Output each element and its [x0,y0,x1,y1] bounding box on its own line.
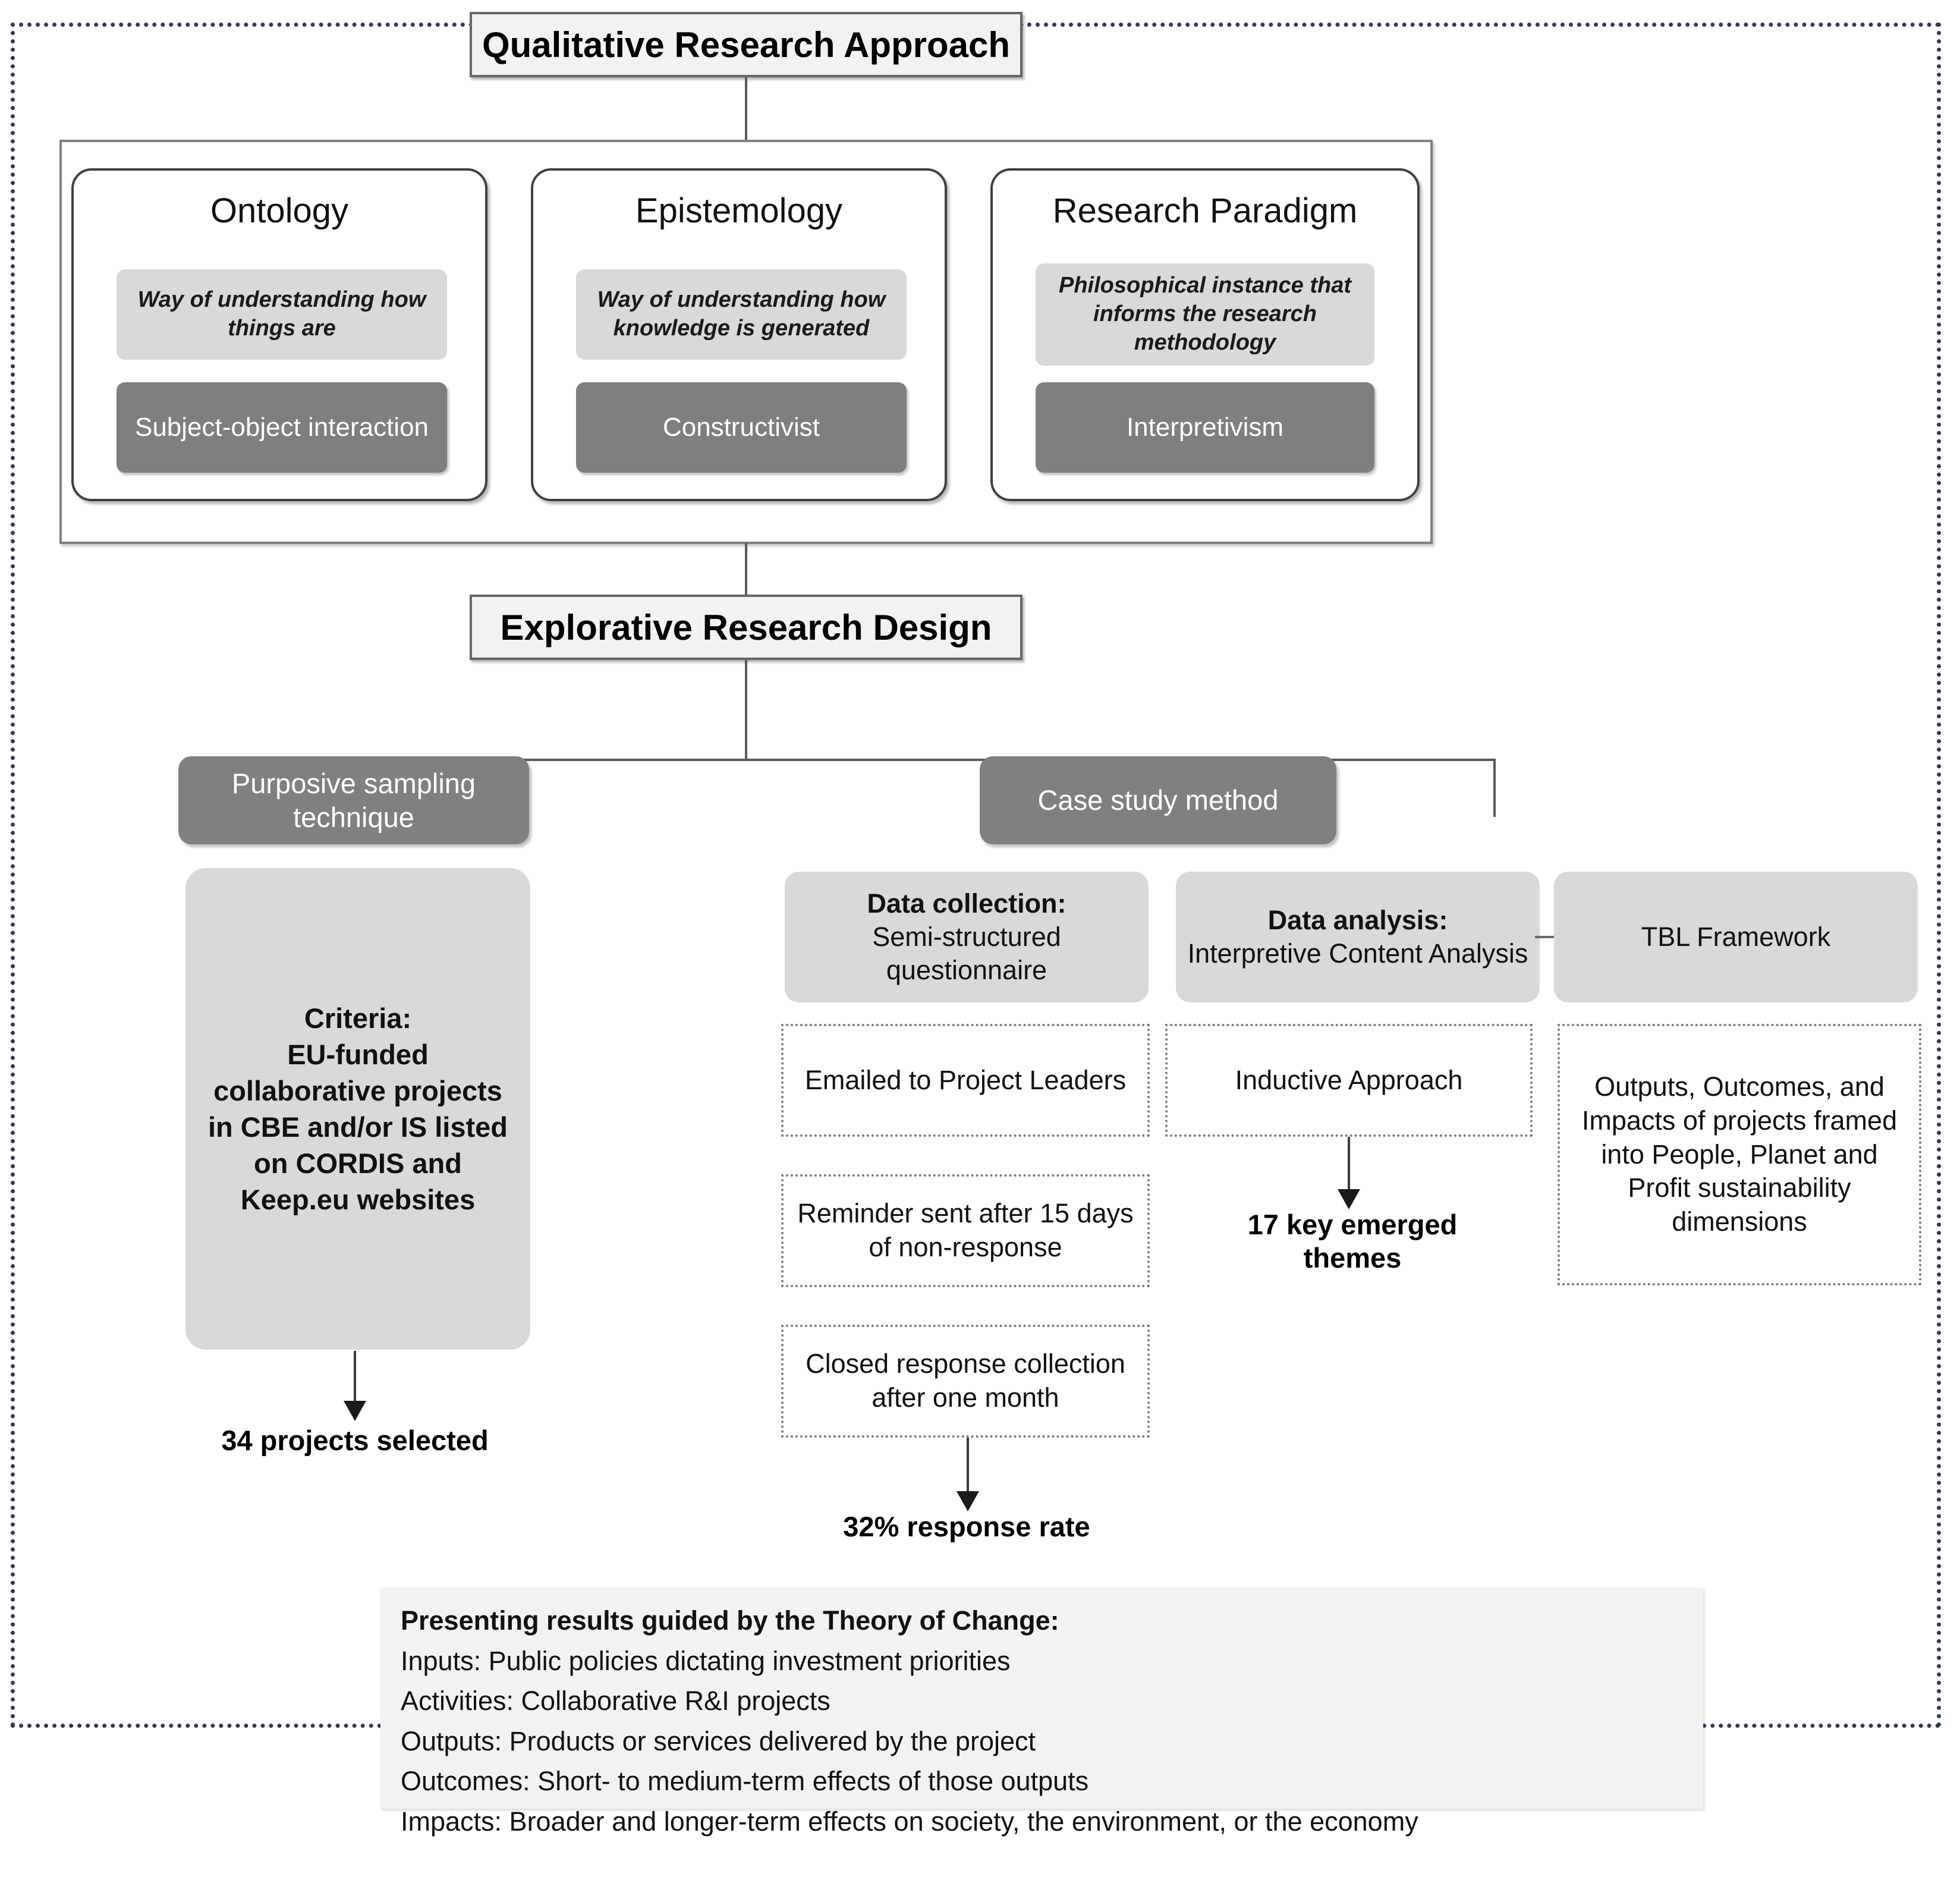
theory-of-change-line-impacts: Impacts: Broader and longer-term effects… [401,1806,1418,1837]
pillar-research-paradigm-title: Research Paradigm [1052,191,1358,230]
pillar-ontology-position: Subject-object interaction [117,382,447,473]
explorative-research-design-label: Explorative Research Design [500,607,992,647]
data-analysis-header: Data analysis: Interpretive Content Anal… [1176,872,1540,1002]
data-collection-step-2: Reminder sent after 15 days of non-respo… [781,1174,1150,1287]
data-collection-subtitle: Semi-structured questionnaire [872,922,1061,985]
sampling-criteria-body: EU-funded collaborative projects in CBE … [207,1038,508,1216]
pillar-ontology: Ontology Way of understanding how things… [71,168,487,501]
tbl-framework-detail: Outputs, Outcomes, and Impacts of projec… [1558,1024,1921,1285]
theory-of-change-heading: Presenting results guided by the Theory … [401,1605,1059,1636]
connector-design-stem [745,660,747,760]
pillar-epistemology-title: Epistemology [635,191,843,230]
data-collection-step-1: Emailed to Project Leaders [781,1024,1150,1137]
pillar-research-paradigm: Research Paradigm Philosophical instance… [990,168,1420,501]
connector-branch-right-drop [1493,759,1496,817]
data-analysis-heading: Data analysis: [1267,905,1448,936]
qualitative-research-approach-label: Qualitative Research Approach [482,24,1011,65]
data-analysis-subtitle: Interpretive Content Analysis [1187,938,1528,969]
pillar-ontology-title: Ontology [210,191,349,230]
theory-of-change-panel: Presenting results guided by the Theory … [380,1587,1703,1837]
response-rate-label: 32% response rate [843,1511,1090,1542]
explorative-research-design-box: Explorative Research Design [470,595,1023,660]
data-collection-header: Data collection: Semi-structured questio… [785,872,1149,1002]
theory-of-change-line-outcomes: Outcomes: Short- to medium-term effects … [401,1766,1089,1796]
theory-of-change-line-inputs: Inputs: Public policies dictating invest… [401,1645,1011,1676]
theory-of-change-line-activities: Activities: Collaborative R&I projects [401,1686,830,1716]
qualitative-research-approach-box: Qualitative Research Approach [470,12,1023,77]
connector-design-branch-bar [353,759,1496,761]
data-analysis-step: Inductive Approach [1165,1024,1533,1137]
pillar-research-paradigm-position: Interpretivism [1036,382,1374,473]
pillar-epistemology-position: Constructivist [576,382,907,473]
connector-analysis-to-framework [1535,936,1560,938]
emerged-themes-label: 17 key emerged themes [1247,1209,1458,1274]
connector-pillars-to-design [745,543,747,595]
sampling-result-label: 34 projects selected [221,1425,489,1456]
data-collection-heading: Data collection: [867,888,1066,919]
theory-of-change-line-outputs: Outputs: Products or services delivered … [401,1725,1036,1756]
tbl-framework-header: TBL Framework [1554,872,1918,1002]
pillar-epistemology: Epistemology Way of understanding how kn… [531,168,947,501]
pillar-ontology-definition: Way of understanding how things are [117,269,447,360]
sampling-criteria-box: Criteria: EU-funded collaborative projec… [185,868,530,1350]
pillar-research-paradigm-definition: Philosophical instance that informs the … [1036,263,1374,366]
case-study-method-pill: Case study method [980,756,1336,844]
purposive-sampling-pill: Purposive sampling technique [178,756,529,844]
data-collection-step-3: Closed response collection after one mon… [781,1325,1150,1438]
connector-title-to-pillars [745,77,747,140]
sampling-criteria-heading: Criteria: [304,1002,412,1034]
pillar-epistemology-definition: Way of understanding how knowledge is ge… [576,269,907,360]
